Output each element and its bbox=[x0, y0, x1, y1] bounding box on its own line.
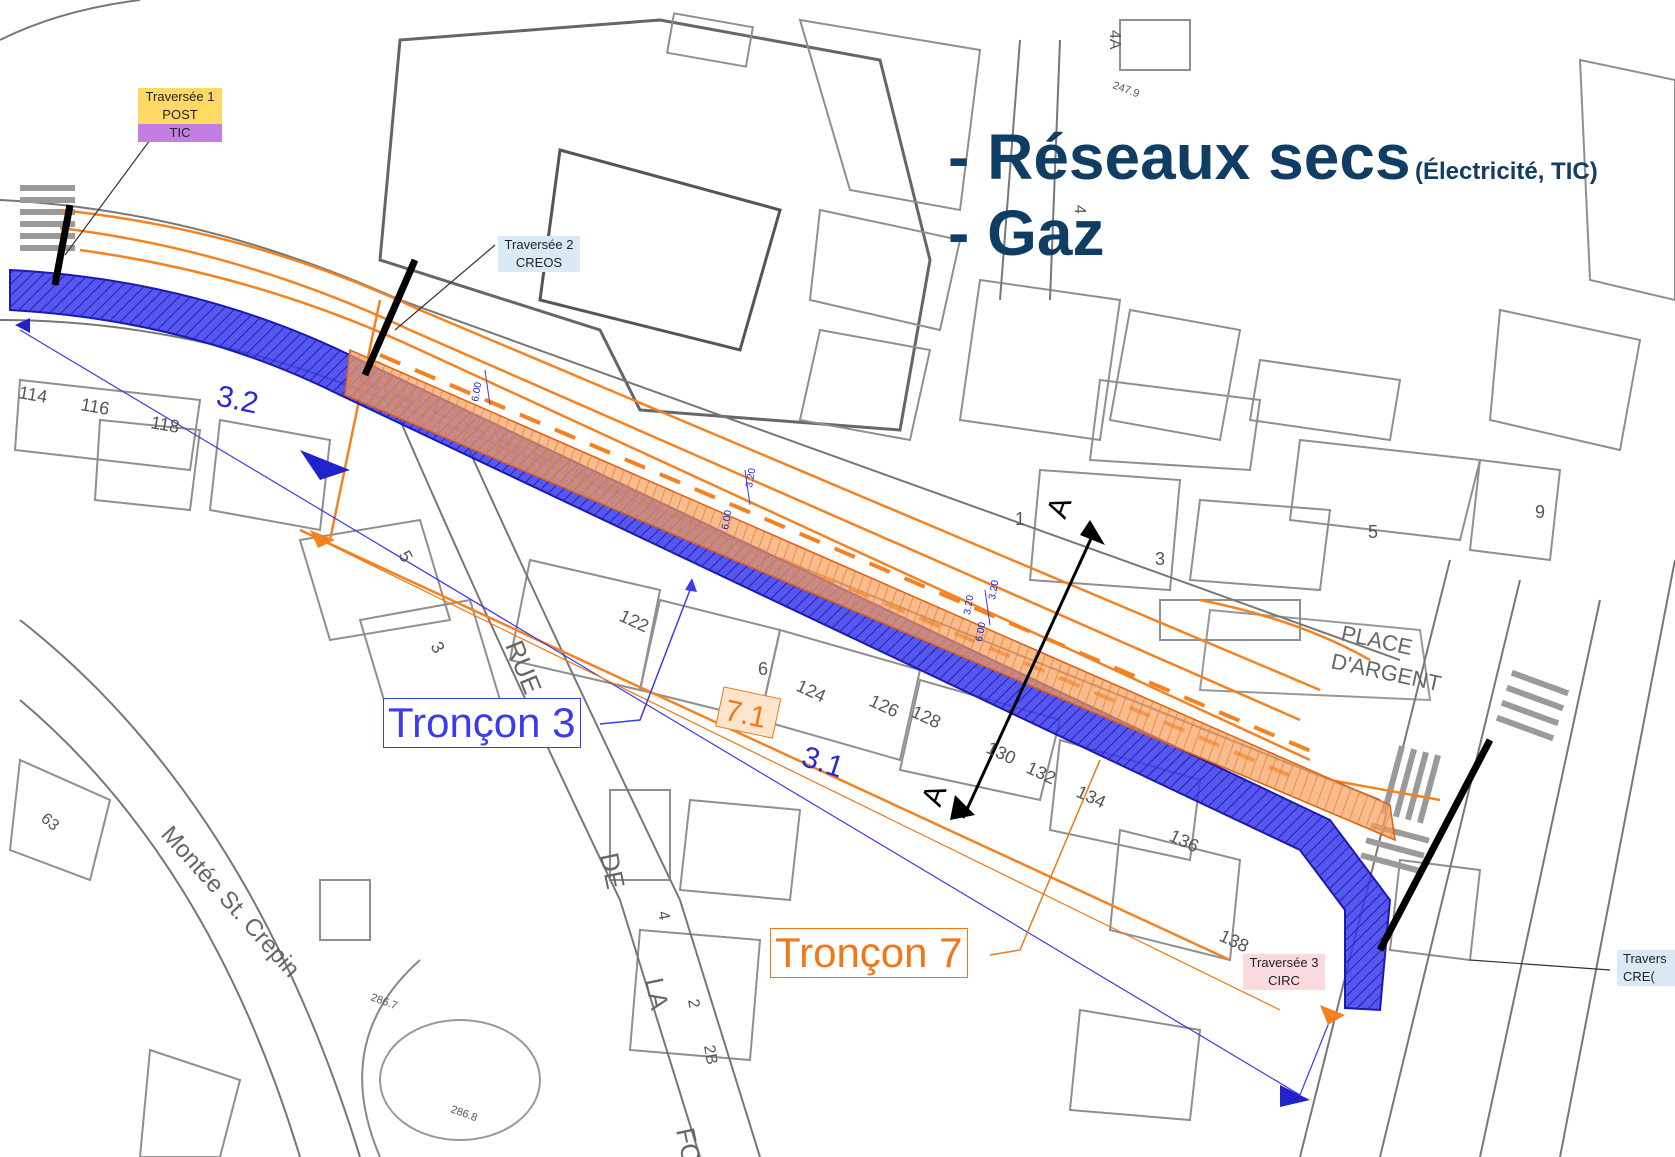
crossing-tag-title: Travers bbox=[1617, 950, 1675, 968]
label-leaders bbox=[599, 578, 1101, 956]
crossing-tag-owner: CIRC bbox=[1243, 972, 1325, 990]
blue-arrow-icon bbox=[15, 318, 30, 333]
crossing-tag-title: Traversée 2 bbox=[498, 236, 580, 254]
section-arrow-icon bbox=[1080, 520, 1105, 545]
gas-network-lines bbox=[59, 208, 1441, 962]
crossing-tag-3: Traversée 3 CIRC bbox=[1243, 954, 1325, 990]
heading-dry-networks: - Réseaux secs bbox=[948, 121, 1411, 193]
troncon3-label: Tronçon 3 bbox=[383, 698, 581, 748]
crossing-tag-4: Travers CRE( bbox=[1617, 950, 1675, 986]
blue-arrow-icon bbox=[1280, 1085, 1310, 1107]
direction-arrows bbox=[15, 318, 1345, 1107]
crossing-tag-2: Traversée 2 CREOS bbox=[498, 236, 580, 272]
blue-arrow-icon bbox=[300, 450, 350, 480]
crosswalks bbox=[20, 185, 1570, 874]
heading-line2: - Gaz bbox=[948, 197, 1105, 269]
heading-line1: - Réseaux secs (Électricité, TIC) bbox=[948, 120, 1598, 194]
orange-arrow-icon bbox=[310, 530, 335, 548]
crossing-tag-owner: CREOS bbox=[498, 254, 580, 272]
orange-arrow-icon bbox=[1320, 1005, 1345, 1025]
troncon7-band-hatch bbox=[345, 350, 1395, 840]
section-arrow-icon bbox=[950, 795, 975, 820]
crossing-tag-title: Traversée 3 bbox=[1243, 954, 1325, 972]
crossing-tag-owner: POST bbox=[138, 106, 222, 124]
crossing-tag-owner: TIC bbox=[138, 124, 222, 142]
dimension-marks bbox=[484, 369, 991, 626]
reference-lines bbox=[19, 329, 1331, 1096]
crossing-tag-owner: CRE( bbox=[1617, 968, 1675, 986]
crossing-tag-title: Traversée 1 bbox=[138, 88, 222, 106]
troncon7-label: Tronçon 7 bbox=[770, 928, 968, 978]
heading-dry-networks-note: (Électricité, TIC) bbox=[1414, 158, 1598, 185]
crossing-bars bbox=[51, 204, 1494, 952]
section-line-a bbox=[950, 520, 1105, 820]
crossing-tag-1: Traversée 1 POST TIC bbox=[138, 88, 222, 142]
crossing-leaders bbox=[64, 139, 1611, 971]
